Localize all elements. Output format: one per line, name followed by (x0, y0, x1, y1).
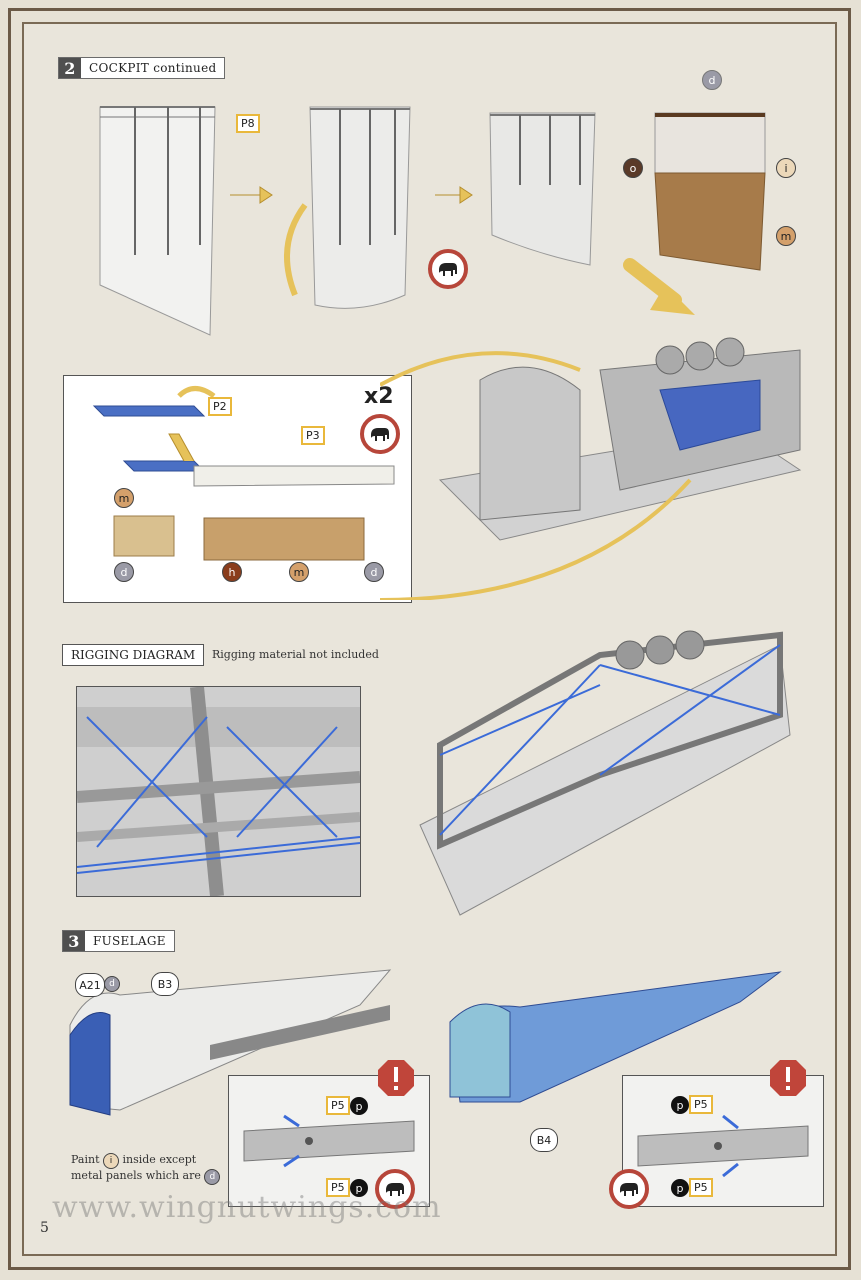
step-title: FUSELAGE (93, 934, 166, 948)
paint-d-marker: d (702, 70, 722, 90)
fuselage-left-drawing (69, 969, 392, 1116)
fuselage-right-detail-inset (622, 1075, 824, 1207)
paint-note: Paint i inside except metal panels which… (71, 1153, 221, 1185)
paint-d-marker: d (204, 1169, 221, 1185)
part-b3-label: B3 (151, 972, 179, 996)
step-3-header: 3 FUSELAGE (62, 930, 175, 952)
rigging-diagram-label: RIGGING DIAGRAM (62, 644, 205, 666)
page-number: 5 (40, 1220, 49, 1236)
paint-d-marker: d (104, 976, 120, 992)
part-a21-label: A21 (75, 973, 105, 997)
part-p5-tag: P5 (326, 1178, 350, 1197)
paint-h-marker: h (222, 562, 242, 582)
cockpit-curtain-sequence (99, 106, 766, 336)
elephant-icon (428, 249, 468, 289)
paint-p-marker: p (350, 1179, 368, 1197)
step-number: 2 (59, 58, 81, 78)
page-border-outer (8, 8, 851, 1270)
website-watermark: www.wingnutwings.com (52, 1190, 442, 1225)
multiplier-text: x2 (364, 384, 394, 409)
paint-d-marker: d (114, 562, 134, 582)
paint-p-marker: p (350, 1097, 368, 1115)
fuselage-right-drawing (449, 971, 782, 1103)
rigging-fuselage-drawing (419, 630, 791, 916)
part-p2-tag: P2 (208, 397, 232, 416)
curtain-sheet-curved (284, 106, 411, 309)
step-2-header: 2 COCKPIT continued (58, 57, 226, 79)
paint-p-marker: p (671, 1096, 689, 1114)
curtain-sheet-colored (654, 112, 766, 271)
part-p5-tag: P5 (689, 1178, 713, 1197)
paint-m-marker: m (114, 488, 134, 508)
exclamation-icon (770, 1060, 806, 1096)
cockpit-assembly-drawing (380, 337, 802, 600)
step-title: COCKPIT continued (89, 61, 217, 75)
part-p3-tag: P3 (301, 426, 325, 445)
paint-i-marker: i (776, 158, 796, 178)
step-number: 3 (63, 931, 85, 951)
paint-m-marker: m (289, 562, 309, 582)
part-p8-tag: P8 (236, 114, 260, 133)
paint-i-marker: i (103, 1153, 119, 1169)
rigging-closeup-inset (76, 686, 361, 897)
elephant-icon (609, 1169, 649, 1209)
part-p5-tag: P5 (326, 1096, 350, 1115)
paint-o-marker: o (623, 158, 643, 178)
curtain-sheet-flat (99, 106, 216, 336)
elephant-icon (375, 1169, 415, 1209)
exclamation-icon (378, 1060, 414, 1096)
paint-p-marker: p (671, 1179, 689, 1197)
paint-d-marker: d (364, 562, 384, 582)
elephant-icon (360, 414, 400, 454)
rigging-note: Rigging material not included (212, 648, 379, 661)
paint-m-marker: m (776, 226, 796, 246)
part-b4-label: B4 (530, 1128, 558, 1152)
part-p5-tag: P5 (689, 1095, 713, 1114)
curtain-sheet-painted (489, 112, 596, 266)
